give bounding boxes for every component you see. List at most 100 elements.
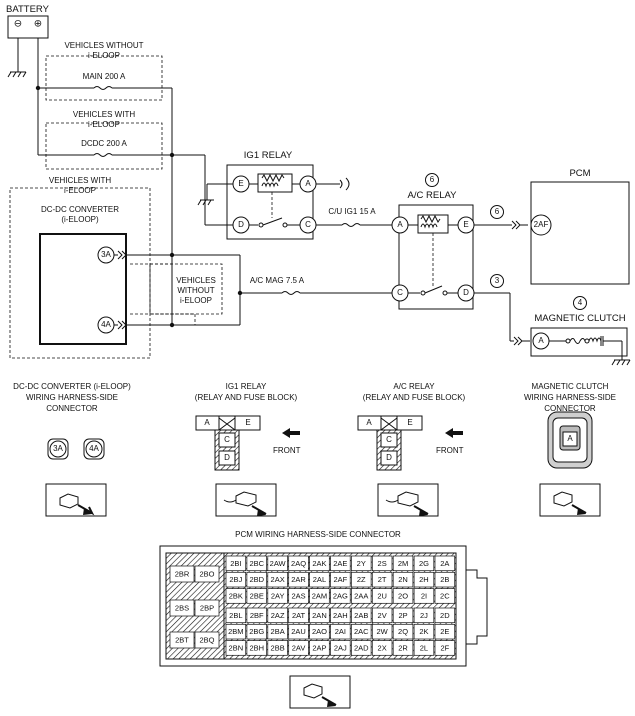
pcm-pin-cell: [392, 571, 414, 588]
pcm-pin-label: 2AQ: [291, 559, 306, 568]
pcm-pin-label: 2C: [440, 591, 450, 600]
group-label: i-ELOOP: [88, 51, 120, 60]
pcm-pin-cell: [246, 588, 267, 604]
pcm-pin-cell: [351, 588, 372, 604]
ig1-relay-title: IG1 RELAY: [244, 150, 293, 161]
pcm-pin-cell: [267, 623, 288, 640]
connector-illustration-icon: [377, 483, 439, 517]
pin-label: 3A: [53, 444, 63, 453]
pcm-pin-cell: [434, 571, 456, 588]
group-with-ieloop-top: [45, 122, 163, 170]
caption-ig1: IG1 RELAY: [226, 382, 267, 391]
pcm-pin-label: 2AD: [354, 643, 369, 652]
pcm-pin-label: 2O: [398, 591, 408, 600]
pcm-pin-label: 2B: [440, 575, 449, 584]
group-label: VEHICLES: [176, 276, 216, 285]
fuse-ac-mag-symbol: [281, 291, 301, 295]
pcm-pin-cell: [392, 555, 414, 572]
caption-ac: A/C RELAY: [393, 382, 435, 391]
ground-symbol: [7, 71, 27, 78]
pin-label: A: [305, 179, 311, 188]
pcm-pin-cell: [309, 555, 330, 572]
pcm-pin-cell: [288, 607, 309, 624]
pcm-pin-cell: [288, 623, 309, 640]
pcm-pin-label: 2AS: [291, 591, 305, 600]
pin-label: E: [463, 220, 468, 229]
pcm-pin-cell: [330, 555, 351, 572]
pcm-pin-cell: [309, 640, 330, 656]
pcm-pin-cell: [309, 607, 330, 624]
pcm-pin-label: 2AC: [354, 627, 369, 636]
pcm-pin-label: 2AN: [312, 611, 327, 620]
num-label: 4: [578, 298, 583, 307]
num-label: 6: [495, 207, 500, 216]
pcm-pin-cell: [330, 640, 351, 656]
caption-converter: DC-DC CONVERTER (i-ELOOP): [13, 382, 131, 391]
pcm-pin-cell: [225, 607, 247, 624]
pin-label: D: [463, 288, 469, 297]
front-arrow-icon: [445, 428, 463, 438]
pcm-pin-cell: [330, 607, 351, 624]
group-label: VEHICLES WITH: [49, 176, 111, 185]
caption-converter: CONNECTOR: [46, 404, 98, 413]
pcm-pin-label: 2BF: [250, 611, 264, 620]
fuse-cu-ig1-label: C/U IG1 15 A: [328, 207, 376, 216]
pin-label: D: [224, 453, 230, 462]
pin-label: D: [386, 453, 392, 462]
pcm-pin-cell: [267, 588, 288, 604]
pcm-pin-cell: [413, 607, 435, 624]
pcm-pin-label: 2L: [420, 643, 428, 652]
pcm-pin-label: 2A: [440, 559, 449, 568]
pcm-pin-cell: [288, 571, 309, 588]
pcm-pin-cell: [371, 555, 393, 572]
pcm-pin-label: 2I: [421, 591, 427, 600]
pcm-connector-title: PCM WIRING HARNESS-SIDE CONNECTOR: [235, 530, 401, 539]
pcm-pin-label: 2U: [377, 591, 387, 600]
fuse-main-label: MAIN 200 A: [83, 72, 126, 81]
pcm-pin-label: 2BN: [229, 643, 244, 652]
pcm-pin-cell: [309, 571, 330, 588]
pcm-pin-label: 2BA: [271, 627, 285, 636]
pcm-pin-label: 2AO: [312, 627, 327, 636]
fuse-main-symbol: [93, 86, 113, 90]
pcm-pin-label: 2AT: [292, 611, 306, 620]
battery-neg-terminal: ⊖: [14, 19, 22, 30]
pcm-pin-cell: [434, 555, 456, 572]
pcm-pin-cell: [246, 607, 267, 624]
pcm-pin-cell: [434, 588, 456, 604]
clutch-connector: [547, 411, 593, 469]
battery-symbol: [7, 15, 49, 39]
caption-ig1: (RELAY AND FUSE BLOCK): [195, 393, 298, 402]
ac-relay-connector: [357, 415, 423, 471]
pcm-pin-2af: [530, 214, 552, 236]
conv-conn-4a: [85, 440, 103, 458]
pcm-pin-label: 2V: [378, 611, 387, 620]
pcm-pin-label: 2BM: [228, 627, 243, 636]
pcm-pin-label: 2BQ: [199, 635, 214, 644]
pcm-pin-label: 2AK: [312, 559, 326, 568]
pcm-pin-cell: [267, 607, 288, 624]
pcm-pin-cell: [194, 631, 220, 649]
pcm-pin-label: 2BO: [199, 569, 214, 578]
pcm-pin-label: 2BG: [249, 627, 264, 636]
pcm-pin-label: 2AH: [333, 611, 348, 620]
connector-illustration-icon: [215, 483, 277, 517]
pcm-pin-label: 2AU: [291, 627, 306, 636]
pcm-pin-label: 2BH: [249, 643, 264, 652]
pin-label: A: [366, 418, 372, 427]
connector-illustration-icon: [45, 483, 107, 517]
pcm-pin-cell: [392, 588, 414, 604]
pcm-pin-cell: [371, 623, 393, 640]
pcm-pin-label: 2BE: [250, 591, 264, 600]
pcm-pin-label: 2AG: [333, 591, 348, 600]
pcm-pin-cell: [309, 588, 330, 604]
pcm-pin-cell: [413, 640, 435, 656]
pcm-pin-cell: [194, 599, 220, 617]
pcm-pin-label: 2M: [398, 559, 408, 568]
pcm-pin-cell: [330, 623, 351, 640]
pcm-pin-label: 2AF: [333, 575, 347, 584]
pin-label: 4A: [89, 444, 99, 453]
caption-clutch: CONNECTOR: [544, 404, 596, 413]
group-without-ieloop-top: [45, 55, 163, 101]
pcm-pin-cell: [351, 623, 372, 640]
